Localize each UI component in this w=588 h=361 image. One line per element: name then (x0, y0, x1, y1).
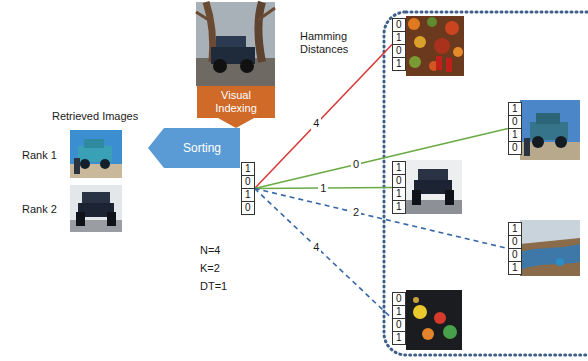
query-code: 1010 (241, 162, 255, 215)
box-label: Visual Indexing (215, 89, 257, 114)
index-arrow (218, 118, 254, 128)
jeep-photo (520, 100, 580, 160)
distance-label: 4 (311, 241, 321, 254)
river-photo (520, 220, 580, 276)
code-bit: 1 (392, 57, 406, 71)
distance-label: 2 (351, 206, 361, 219)
database-region (384, 12, 588, 355)
hamming-link (255, 129, 508, 189)
sorting-outline (148, 128, 240, 168)
code-bit: 1 (508, 102, 522, 116)
section-title: Retrieved Images (52, 110, 138, 123)
parameter-label: DT=1 (200, 280, 227, 293)
code-bit: 1 (508, 222, 522, 236)
distance-label: 0 (351, 158, 361, 171)
rank2-photo (70, 185, 122, 232)
bokeh-photo (406, 290, 462, 350)
parameter-label: K=2 (200, 262, 220, 275)
hash-code: 1001 (508, 222, 522, 275)
code-bit: 1 (392, 187, 406, 201)
code-bit: 0 (241, 175, 255, 189)
distance-label: 1 (318, 182, 328, 195)
rank-label: Rank 2 (22, 203, 57, 216)
hash-code: 1011 (392, 161, 406, 214)
box-label: Sorting (183, 141, 221, 155)
query-photo (196, 2, 275, 86)
sorting-box: Sorting (148, 128, 240, 168)
code-bit: 1 (241, 188, 255, 202)
hash-code: 1010 (508, 102, 522, 155)
code-bit: 0 (392, 318, 406, 332)
hamming-link (255, 45, 392, 189)
leaves-photo (406, 16, 464, 76)
code-bit: 0 (508, 115, 522, 129)
code-bit: 0 (392, 18, 406, 32)
code-bit: 0 (392, 174, 406, 188)
code-bit: 1 (241, 162, 255, 176)
hamming-link (255, 189, 508, 249)
jeep-photo (406, 160, 462, 214)
hamming-link (255, 189, 392, 319)
parameter-label: N=4 (200, 244, 221, 257)
hash-code: 0101 (392, 18, 406, 71)
rank1-photo (70, 130, 122, 178)
distance-label: 4 (311, 117, 321, 130)
axis-note: Hamming Distances (300, 30, 364, 56)
code-bit: 0 (392, 44, 406, 58)
code-bit: 1 (508, 128, 522, 142)
code-bit: 1 (392, 305, 406, 319)
indexing-box: Visual Indexing (197, 86, 275, 118)
code-bit: 0 (508, 141, 522, 155)
code-bit: 1 (392, 331, 406, 345)
code-bit: 1 (392, 200, 406, 214)
code-bit: 0 (392, 292, 406, 306)
code-bit: 1 (508, 261, 522, 275)
code-bit: 0 (241, 201, 255, 215)
code-bit: 0 (508, 248, 522, 262)
code-bit: 1 (392, 161, 406, 175)
code-bit: 0 (508, 235, 522, 249)
rank-label: Rank 1 (22, 149, 57, 162)
code-bit: 1 (392, 31, 406, 45)
hash-code: 0101 (392, 292, 406, 345)
